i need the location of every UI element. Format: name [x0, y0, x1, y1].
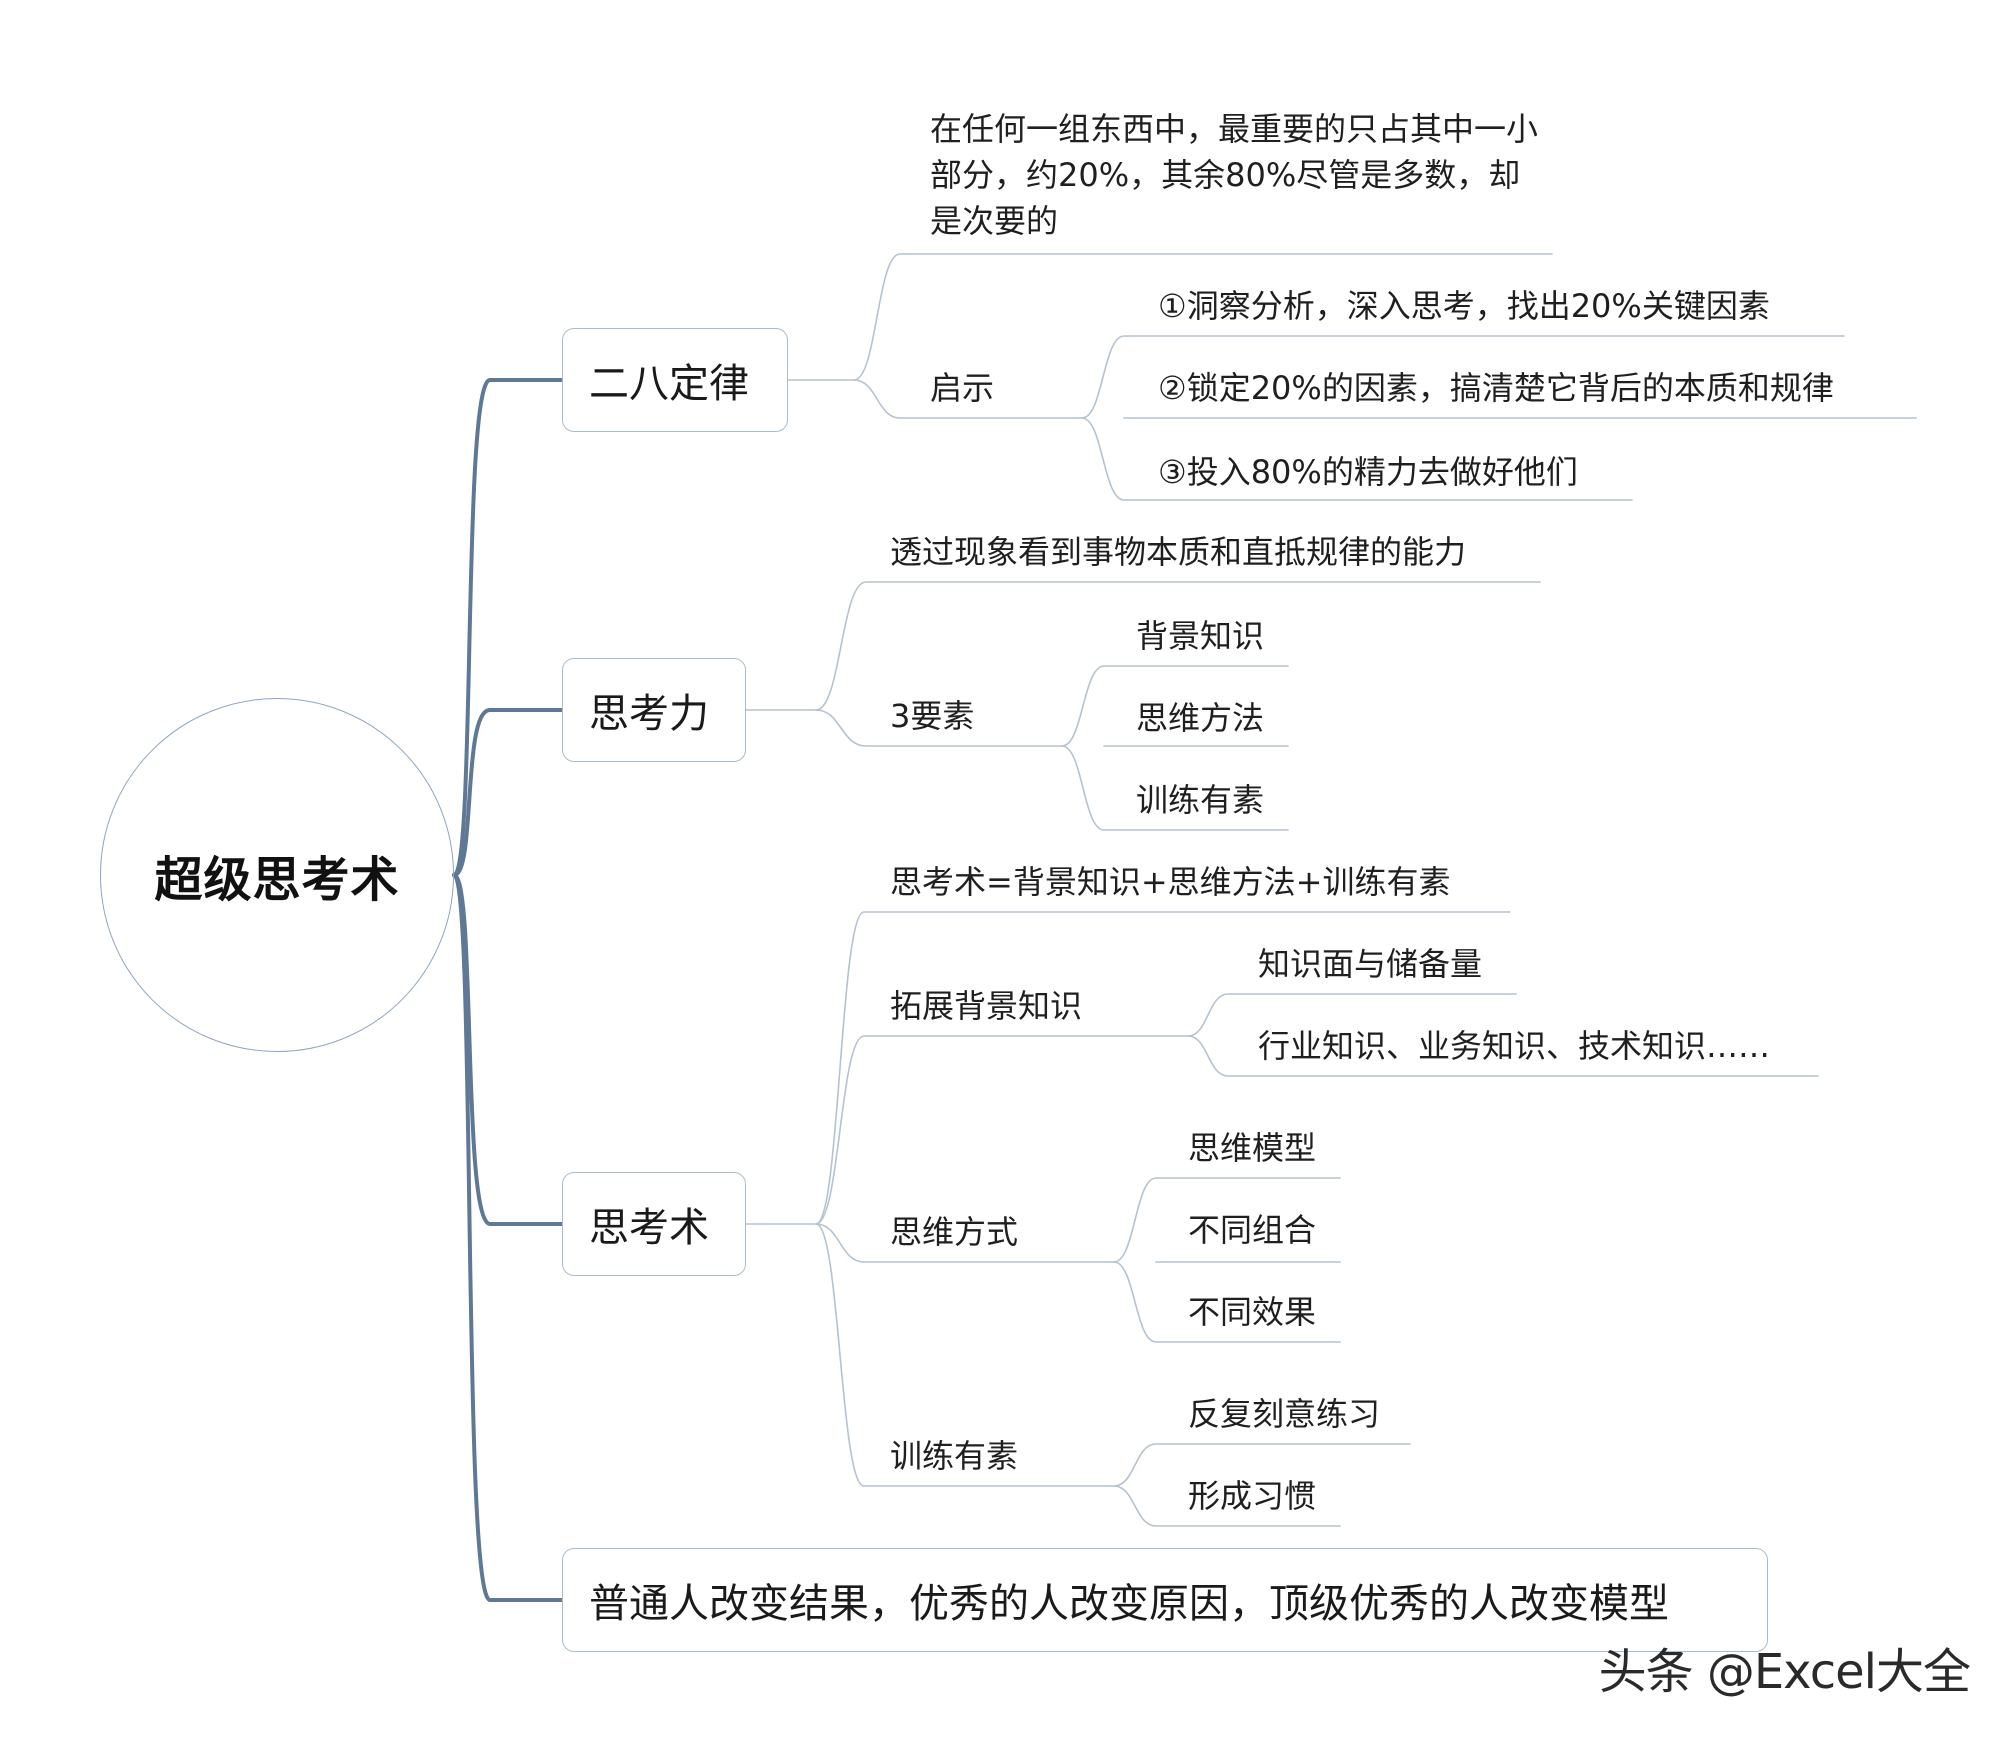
link-method-3	[1113, 1261, 1341, 1343]
group-label-background: 拓展背景知识	[890, 987, 1083, 1025]
thinking-power-definition: 透过现象看到事物本质和直抵规律的能力	[890, 533, 1467, 571]
branch-label: 思考力	[589, 691, 709, 737]
link-pareto-definition	[853, 253, 1553, 381]
pareto-definition: 在任何一组东西中，最重要的只占其中一小部分，约20%，其余80%尽管是多数，却是…	[930, 110, 1539, 240]
link-method-1	[1113, 1177, 1341, 1263]
group-item: 知识面与储备量	[1258, 945, 1483, 983]
branch-node-thinking-power[interactable]: 思考力	[562, 658, 746, 762]
branch-label: 普通人改变结果，优秀的人改变原因，顶级优秀的人改变模型	[589, 1581, 1669, 1627]
group-item: 行业知识、业务知识、技术知识……	[1258, 1027, 1771, 1065]
trunk-link-1	[452, 708, 564, 877]
root-label: 超级思考术	[154, 852, 400, 908]
pareto-insight-label: 启示	[930, 369, 995, 407]
group-label-method: 思维方式	[890, 1213, 1019, 1251]
pareto-insight-item: ③投入80%的精力去做好他们	[1158, 453, 1578, 491]
link-power-elements	[815, 709, 1063, 747]
link-formula	[815, 911, 1511, 1225]
link-element-3	[1061, 745, 1289, 831]
group-item: 反复刻意练习	[1188, 1395, 1381, 1433]
watermark: 头条 @Excel大全	[1598, 1644, 1971, 1700]
link-pareto-insight	[853, 379, 1083, 419]
link-background-2	[1187, 1035, 1819, 1077]
element-item: 背景知识	[1136, 617, 1265, 655]
group-item: 不同效果	[1188, 1293, 1317, 1331]
link-training-2	[1113, 1485, 1341, 1527]
group-item: 形成习惯	[1188, 1477, 1317, 1515]
link-group-training	[815, 1223, 1115, 1487]
link-insight-1	[1081, 335, 1845, 419]
pareto-insight-item: ②锁定20%的因素，搞清楚它背后的本质和规律	[1158, 369, 1834, 407]
pareto-insight-item: ①洞察分析，深入思考，找出20%关键因素	[1158, 287, 1770, 325]
link-training-1	[1113, 1443, 1411, 1487]
link-group-background	[815, 1035, 1189, 1225]
branch-label: 思考术	[589, 1205, 709, 1251]
link-element-1	[1061, 665, 1289, 747]
link-background-1	[1187, 993, 1517, 1037]
trunk-link-3	[452, 873, 564, 1602]
elements-label: 3要素	[890, 697, 975, 735]
group-item: 不同组合	[1188, 1211, 1317, 1249]
link-insight-3	[1081, 417, 1633, 501]
group-label-training: 训练有素	[890, 1437, 1019, 1475]
branch-label: 二八定律	[589, 361, 749, 407]
group-item: 思维模型	[1188, 1129, 1317, 1167]
branch-node-quote[interactable]: 普通人改变结果，优秀的人改变原因，顶级优秀的人改变模型	[562, 1548, 1768, 1652]
branch-node-pareto[interactable]: 二八定律	[562, 328, 788, 432]
link-power-definition	[815, 581, 1541, 711]
branch-node-thinking-art[interactable]: 思考术	[562, 1172, 746, 1276]
root-node[interactable]: 超级思考术	[100, 698, 454, 1052]
formula-text: 思考术=背景知识+思维方法+训练有素	[890, 863, 1451, 901]
trunk-link-0	[452, 378, 564, 877]
element-item: 思维方法	[1136, 699, 1265, 737]
link-group-method	[815, 1223, 1115, 1263]
element-item: 训练有素	[1136, 781, 1265, 819]
